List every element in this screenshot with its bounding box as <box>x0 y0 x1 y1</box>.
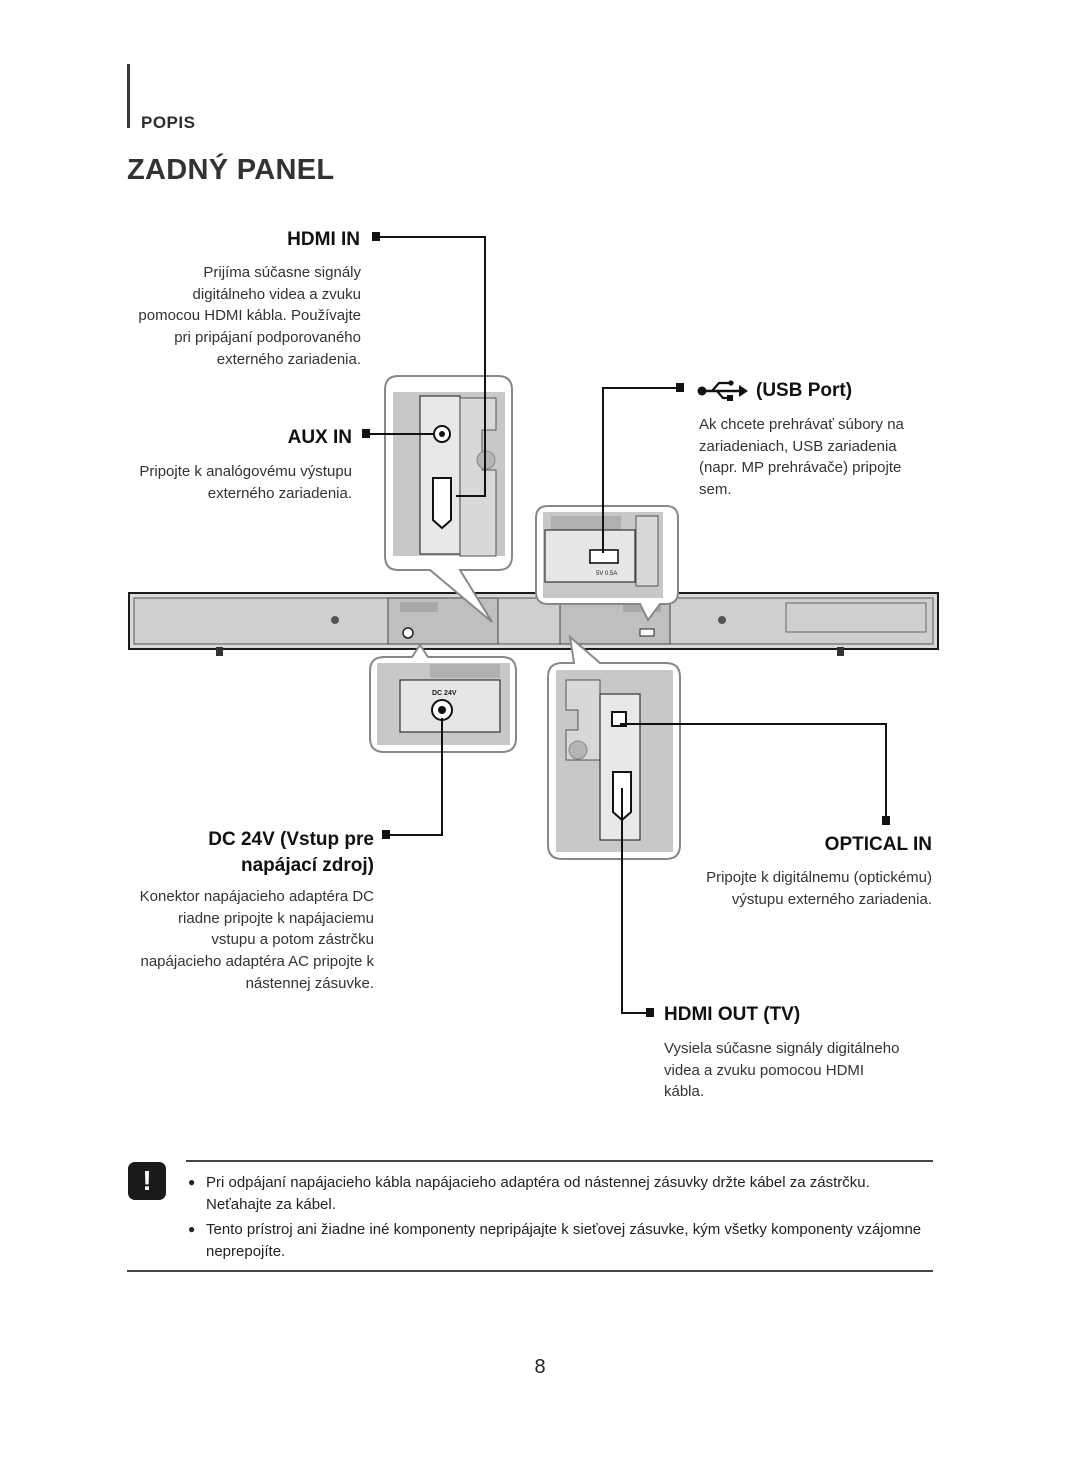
dc-24v-description: Konektor napájacieho adaptéra DC riadne … <box>139 888 374 992</box>
page-title: ZADNÝ PANEL <box>127 154 335 186</box>
page-number: 8 <box>534 1356 546 1378</box>
caution-bottom-rule <box>127 1270 933 1272</box>
hdmi-in-description: Prijíma súčasne signály digitálneho vide… <box>138 264 361 368</box>
section-marker-bar <box>127 64 130 128</box>
leader-markers <box>362 232 890 1017</box>
hdmi-out-description: Vysiela súčasne signály digitálneho vide… <box>664 1040 900 1101</box>
caution-list: Pri odpájaní napájacieho kábla napájacie… <box>188 1172 936 1266</box>
section-label: POPIS <box>141 113 196 132</box>
caution-top-rule <box>186 1160 933 1162</box>
callout-dc-24v: DC 24V <box>369 643 517 753</box>
callout-optical-hdmi-out <box>547 634 681 860</box>
callout-aux-hdmi-in <box>384 375 513 623</box>
leader-lines <box>369 236 887 1014</box>
hdmi-out-heading: HDMI OUT (TV) <box>664 1004 801 1025</box>
caution-item: Pri odpájaní napájacieho kábla napájacie… <box>188 1172 936 1215</box>
dc-24v-heading: DC 24V (Vstup pre napájací zdroj) <box>208 829 374 876</box>
soundbar-body <box>128 592 939 656</box>
caution-exclamation-icon: ! <box>128 1162 166 1200</box>
optical-in-description: Pripojte k digitálnemu (optickému) výstu… <box>706 869 932 908</box>
usb-description: Ak chcete prehrávať súbory na zariadenia… <box>699 416 904 499</box>
aux-in-description: Pripojte k analógovému výstupu externého… <box>139 463 352 502</box>
dc-jack-label: DC 24V <box>432 690 457 697</box>
optical-in-heading: OPTICAL IN <box>824 834 932 855</box>
caution-item: Tento prístroj ani žiadne iné komponenty… <box>188 1219 936 1262</box>
usb-heading: (USB Port) <box>756 380 853 401</box>
aux-in-heading: AUX IN <box>287 427 352 448</box>
usb-rating-label: 5V 0.5A <box>596 571 617 577</box>
usb-icon <box>697 380 748 401</box>
callout-usb: 5V 0.5A <box>535 505 679 622</box>
hdmi-in-heading: HDMI IN <box>287 229 360 250</box>
